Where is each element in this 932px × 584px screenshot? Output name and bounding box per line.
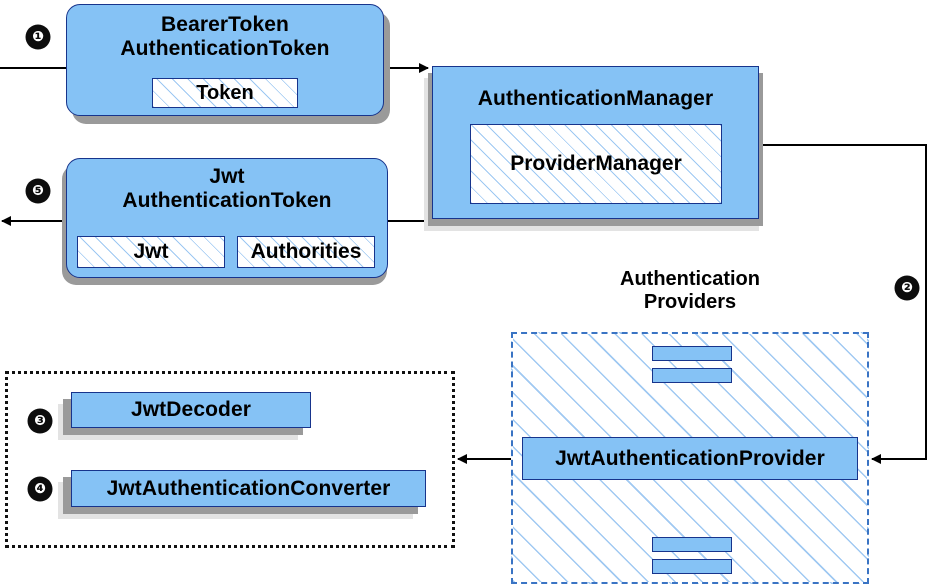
step-badge-3: ❸ xyxy=(29,410,51,432)
provider-manager-field: ProviderManager xyxy=(470,124,722,204)
bearer-token-label: BearerToken AuthenticationToken xyxy=(120,13,330,60)
jwt-token-jwt-field: Jwt xyxy=(77,236,225,268)
step-badge-5: ❺ xyxy=(27,180,49,202)
step-badge-3-label: ❸ xyxy=(34,413,46,429)
bearer-token-token-label: Token xyxy=(196,81,254,104)
jwt-helpers-region xyxy=(5,371,455,548)
jwt-authentication-token-label: Jwt AuthenticationToken xyxy=(122,165,332,212)
jwt-authentication-converter-label: JwtAuthenticationConverter xyxy=(106,476,391,500)
jwt-authentication-provider-label: JwtAuthenticationProvider xyxy=(555,446,825,470)
step-badge-1: ❶ xyxy=(27,26,49,48)
authentication-manager-label: AuthenticationManager xyxy=(477,87,714,110)
provider-bar-top-2 xyxy=(652,368,732,383)
jwt-token-jwt-label: Jwt xyxy=(133,240,169,263)
provider-bar-bottom-2 xyxy=(652,559,732,574)
step-badge-4-label: ❹ xyxy=(34,481,46,497)
provider-bar-top-1 xyxy=(652,346,732,361)
step-badge-2: ❷ xyxy=(896,277,918,299)
provider-manager-label: ProviderManager xyxy=(510,152,682,175)
authentication-providers-caption: Authentication Providers xyxy=(620,268,760,313)
bearer-token-token-field: Token xyxy=(152,78,298,108)
step-badge-4: ❹ xyxy=(29,478,51,500)
jwt-decoder-box[interactable]: JwtDecoder xyxy=(71,392,311,428)
provider-bar-bottom-1 xyxy=(652,537,732,552)
jwt-decoder-label: JwtDecoder xyxy=(130,398,252,422)
jwt-authentication-provider-box[interactable]: JwtAuthenticationProvider xyxy=(522,437,858,480)
step-badge-1-label: ❶ xyxy=(32,29,44,45)
jwt-authentication-converter-box[interactable]: JwtAuthenticationConverter xyxy=(71,470,426,507)
jwt-token-authorities-field: Authorities xyxy=(237,236,375,268)
step-badge-5-label: ❺ xyxy=(32,183,44,199)
jwt-token-authorities-label: Authorities xyxy=(250,240,362,263)
step-badge-2-label: ❷ xyxy=(901,280,913,296)
